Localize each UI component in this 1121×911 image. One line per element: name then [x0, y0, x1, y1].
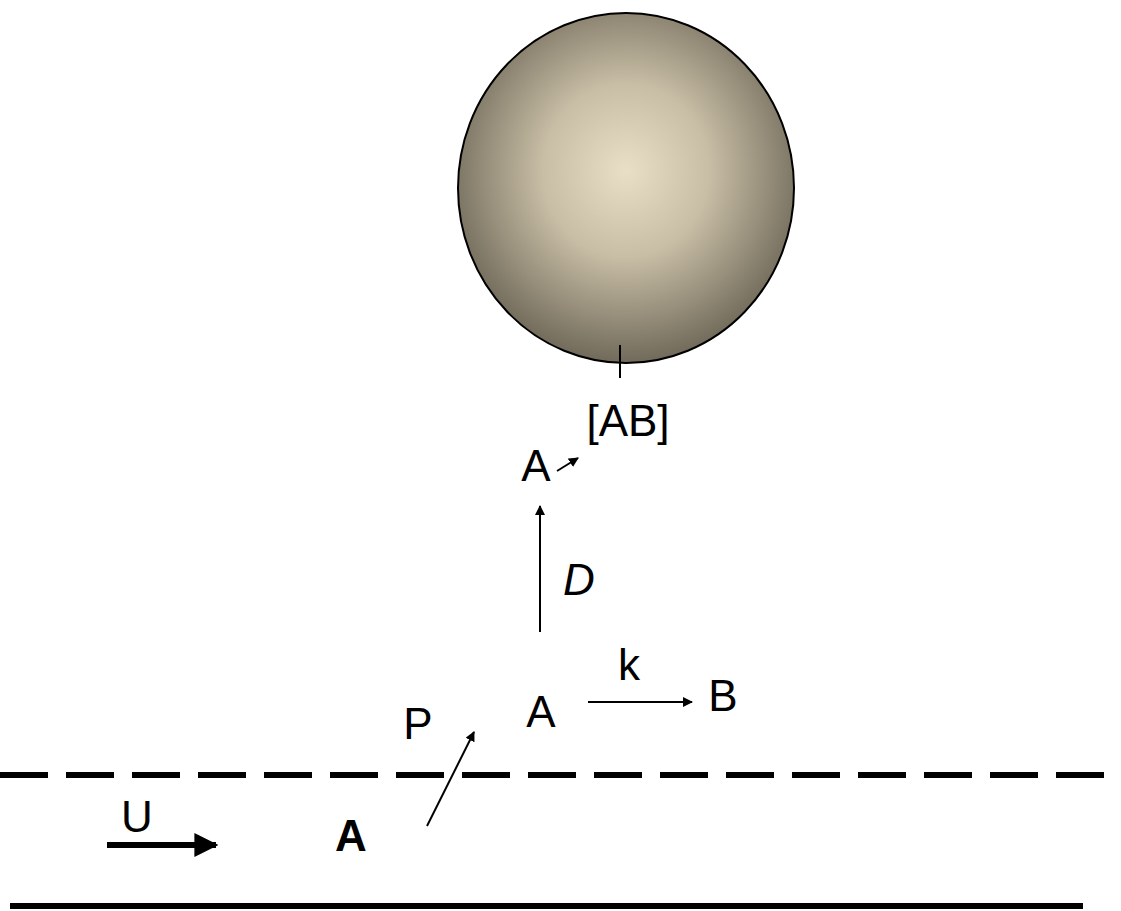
binding-arrow [557, 458, 578, 471]
species-label: A [521, 444, 550, 488]
flow-label: U [121, 795, 153, 839]
flow-arrow [107, 842, 216, 848]
rate-label: k [618, 643, 640, 687]
permeability-label: P [403, 702, 432, 746]
product-label: B [708, 674, 737, 718]
cell-sphere [458, 13, 794, 363]
channel-wall [10, 903, 1083, 909]
diffusion-label: D [563, 558, 595, 602]
reaction-arrow [588, 701, 692, 703]
complex-label: [AB] [586, 399, 669, 443]
membrane-line [0, 772, 1121, 778]
diffusion-arrow [539, 506, 541, 632]
permeation-arrow [427, 732, 474, 826]
species-label: A [526, 690, 555, 734]
species-label: A [335, 814, 367, 858]
binding-tick [619, 345, 621, 378]
